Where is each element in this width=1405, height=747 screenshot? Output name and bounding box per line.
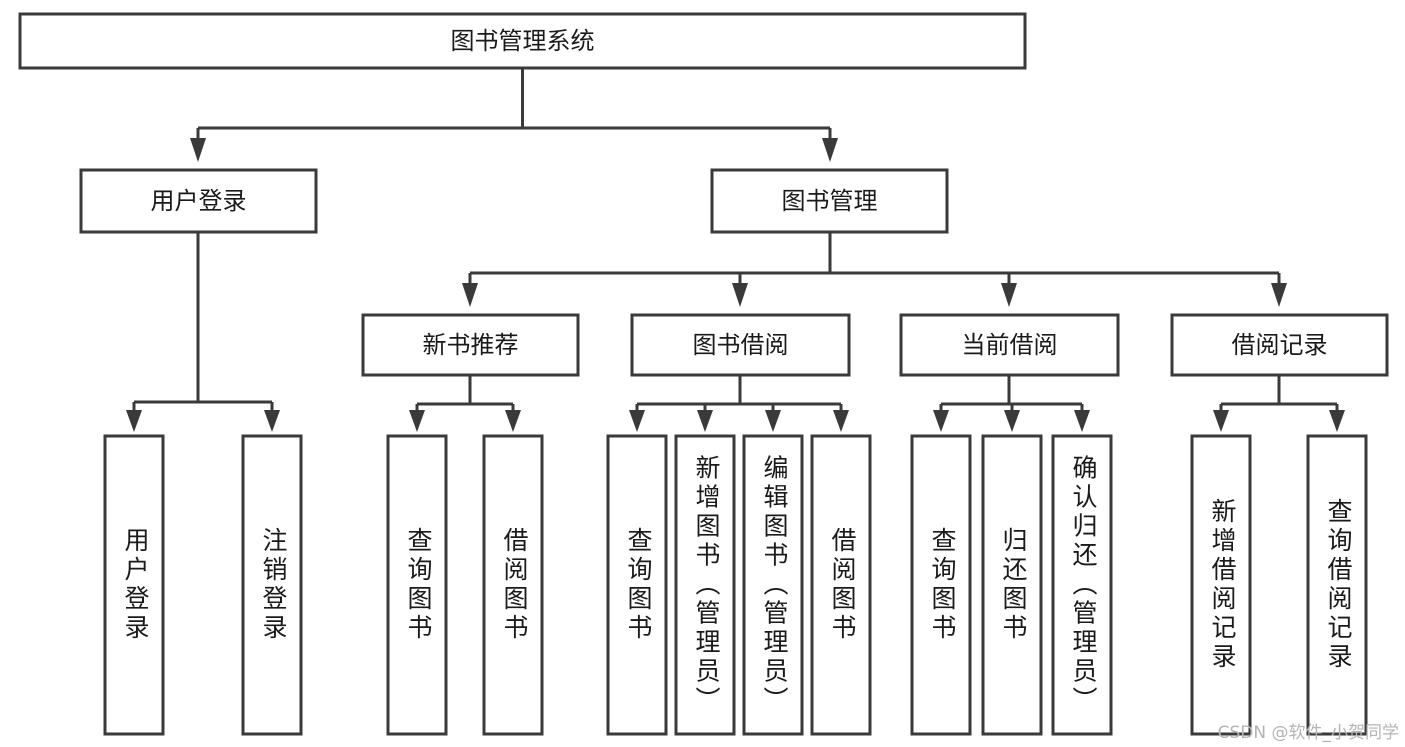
node-leaf-return-book-label: 归还图书	[999, 527, 1028, 643]
node-user-login-label: 用户登录	[151, 187, 247, 215]
node-leaf-query-record[interactable]: 查询借阅记录	[1306, 434, 1368, 736]
node-current-borrow-box[interactable]	[899, 313, 1120, 377]
node-leaf-borrow-book-2-label: 借阅图书	[828, 527, 857, 643]
node-leaf-edit-book-label: 编辑图书（管理员）	[760, 455, 789, 716]
node-leaf-user-login-box[interactable]	[103, 434, 165, 736]
node-leaf-edit-book-box[interactable]	[742, 434, 804, 736]
arrow-head-leaf-query-book-2	[629, 410, 645, 432]
node-root-label: 图书管理系统	[451, 27, 595, 55]
node-leaf-user-login[interactable]: 用户登录	[103, 434, 165, 736]
node-leaf-query-book-1-box[interactable]	[386, 434, 448, 736]
node-leaf-user-logout-label: 注销登录	[259, 527, 288, 643]
node-user-login[interactable]: 用户登录	[79, 168, 318, 234]
node-borrow-record[interactable]: 借阅记录	[1170, 313, 1389, 377]
node-leaf-user-login-label: 用户登录	[121, 527, 150, 643]
node-leaf-query-record-box[interactable]	[1306, 434, 1368, 736]
arrow-head-book-borrow	[732, 283, 748, 307]
node-leaf-return-book-box[interactable]	[981, 434, 1043, 736]
node-book-management[interactable]: 图书管理	[710, 168, 949, 234]
node-leaf-borrow-book-1-label: 借阅图书	[500, 527, 529, 643]
node-book-borrow-label: 图书借阅	[693, 331, 789, 359]
node-book-borrow[interactable]: 图书借阅	[630, 313, 851, 377]
arrow-head-leaf-query-book-1	[409, 410, 425, 432]
node-book-management-label: 图书管理	[782, 187, 878, 215]
node-book-management-box[interactable]	[710, 168, 949, 234]
arrow-head-book-management	[822, 138, 838, 162]
node-leaf-query-book-3-box[interactable]	[910, 434, 972, 736]
node-leaf-query-book-3-label: 查询图书	[928, 527, 957, 643]
node-leaf-query-book-1-label: 查询图书	[404, 527, 433, 643]
node-leaf-add-record-label: 新增借阅记录	[1208, 498, 1237, 672]
arrow-head-borrow-record	[1271, 283, 1287, 307]
node-current-borrow[interactable]: 当前借阅	[899, 313, 1120, 377]
arrow-head-leaf-return-book	[1004, 410, 1020, 432]
node-leaf-query-record-label: 查询借阅记录	[1324, 498, 1353, 672]
node-leaf-confirm-return-label: 确认归还（管理员）	[1069, 455, 1098, 716]
arrow-head-leaf-query-record	[1329, 410, 1345, 432]
arrow-head-leaf-add-book	[697, 410, 713, 432]
arrow-head-current-borrow	[1001, 283, 1017, 307]
node-new-book-recommend-box[interactable]	[361, 313, 580, 377]
node-leaf-borrow-book-1[interactable]: 借阅图书	[482, 434, 544, 736]
arrow-head-leaf-query-book-3	[933, 410, 949, 432]
node-leaf-borrow-book-2-box[interactable]	[810, 434, 872, 736]
arrow-head-leaf-user-login	[126, 410, 142, 432]
arrow-head-leaf-borrow-book-1	[505, 410, 521, 432]
node-leaf-user-logout-box[interactable]	[241, 434, 303, 736]
node-leaf-add-record-box[interactable]	[1190, 434, 1252, 736]
node-root[interactable]: 图书管理系统	[18, 12, 1027, 70]
node-leaf-edit-book[interactable]: 编辑图书（管理员）	[742, 434, 804, 736]
node-borrow-record-box[interactable]	[1170, 313, 1389, 377]
node-leaf-add-book[interactable]: 新增图书（管理员）	[674, 434, 736, 736]
node-new-book-recommend-label: 新书推荐	[423, 331, 519, 359]
node-leaf-borrow-book-1-box[interactable]	[482, 434, 544, 736]
node-user-login-box[interactable]	[79, 168, 318, 234]
node-leaf-confirm-return-box[interactable]	[1051, 434, 1113, 736]
node-leaf-add-book-box[interactable]	[674, 434, 736, 736]
arrow-head-leaf-user-logout	[264, 410, 280, 432]
node-leaf-borrow-book-2[interactable]: 借阅图书	[810, 434, 872, 736]
node-new-book-recommend[interactable]: 新书推荐	[361, 313, 580, 377]
node-book-borrow-box[interactable]	[630, 313, 851, 377]
node-current-borrow-label: 当前借阅	[962, 331, 1058, 359]
node-leaf-query-book-3[interactable]: 查询图书	[910, 434, 972, 736]
node-leaf-query-book-2-label: 查询图书	[624, 527, 653, 643]
arrow-head-leaf-borrow-book-2	[833, 410, 849, 432]
node-leaf-confirm-return[interactable]: 确认归还（管理员）	[1051, 434, 1113, 736]
node-leaf-add-record[interactable]: 新增借阅记录	[1190, 434, 1252, 736]
node-borrow-record-label: 借阅记录	[1232, 331, 1328, 359]
node-leaf-query-book-2-box[interactable]	[606, 434, 668, 736]
node-leaf-query-book-2[interactable]: 查询图书	[606, 434, 668, 736]
node-leaf-return-book[interactable]: 归还图书	[981, 434, 1043, 736]
connector-group	[126, 68, 1345, 432]
node-root-box[interactable]	[18, 12, 1027, 70]
arrow-head-leaf-add-record	[1213, 410, 1229, 432]
arrow-head-new-book-recommend	[462, 283, 478, 307]
node-leaf-query-book-1[interactable]: 查询图书	[386, 434, 448, 736]
arrow-head-leaf-confirm-return	[1074, 410, 1090, 432]
node-leaf-user-logout[interactable]: 注销登录	[241, 434, 303, 736]
arrow-head-leaf-edit-book	[765, 410, 781, 432]
arrow-head-user-login	[190, 138, 206, 162]
node-leaf-add-book-label: 新增图书（管理员）	[692, 455, 721, 716]
